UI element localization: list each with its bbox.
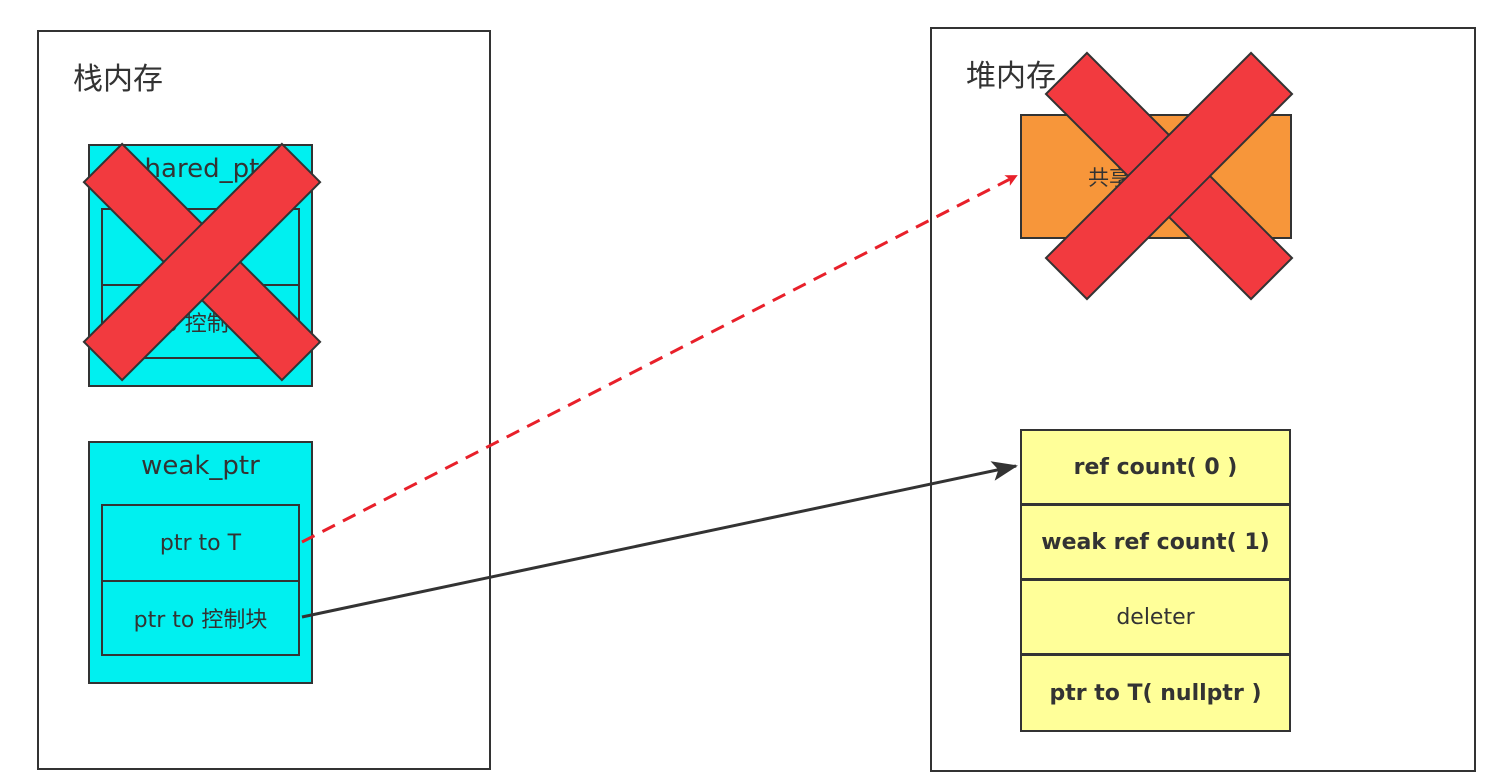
weak-ref-count-label: weak ref count( 1) bbox=[1041, 529, 1270, 555]
heap-memory-title: 堆内存 bbox=[966, 59, 1056, 94]
weak-ptr-cell-control: ptr to 控制块 bbox=[101, 580, 300, 656]
weak-ptr-to-object-dashed-arrow bbox=[301, 174, 1018, 544]
weak-ptr-to-control-block-arrow bbox=[301, 461, 1018, 619]
control-block-ptr-to-t: ptr to T( nullptr ) bbox=[1020, 654, 1291, 732]
deleter-label: deleter bbox=[1116, 604, 1195, 630]
control-block-deleter: deleter bbox=[1020, 579, 1291, 655]
ptr-to-t-nullptr-label: ptr to T( nullptr ) bbox=[1049, 680, 1262, 706]
shared-ptr-destroyed-cross-icon bbox=[82, 142, 322, 382]
weak-ptr-title: weak_ptr bbox=[141, 451, 260, 481]
weak-ptr-cell-control-label: ptr to 控制块 bbox=[133, 608, 268, 633]
ref-count-label: ref count( 0 ) bbox=[1073, 454, 1238, 480]
weak-ptr-cell-ptr-to-t: ptr to T bbox=[101, 504, 300, 582]
control-block-weak-ref-count: weak ref count( 1) bbox=[1020, 504, 1291, 580]
stack-memory-title: 栈内存 bbox=[73, 62, 163, 97]
control-block-ref-count: ref count( 0 ) bbox=[1020, 429, 1291, 505]
shared-object-destroyed-cross-icon bbox=[1044, 51, 1294, 301]
diagram-overlay bbox=[82, 51, 1294, 619]
weak-ptr-cell-ptr-to-t-label: ptr to T bbox=[159, 530, 242, 556]
